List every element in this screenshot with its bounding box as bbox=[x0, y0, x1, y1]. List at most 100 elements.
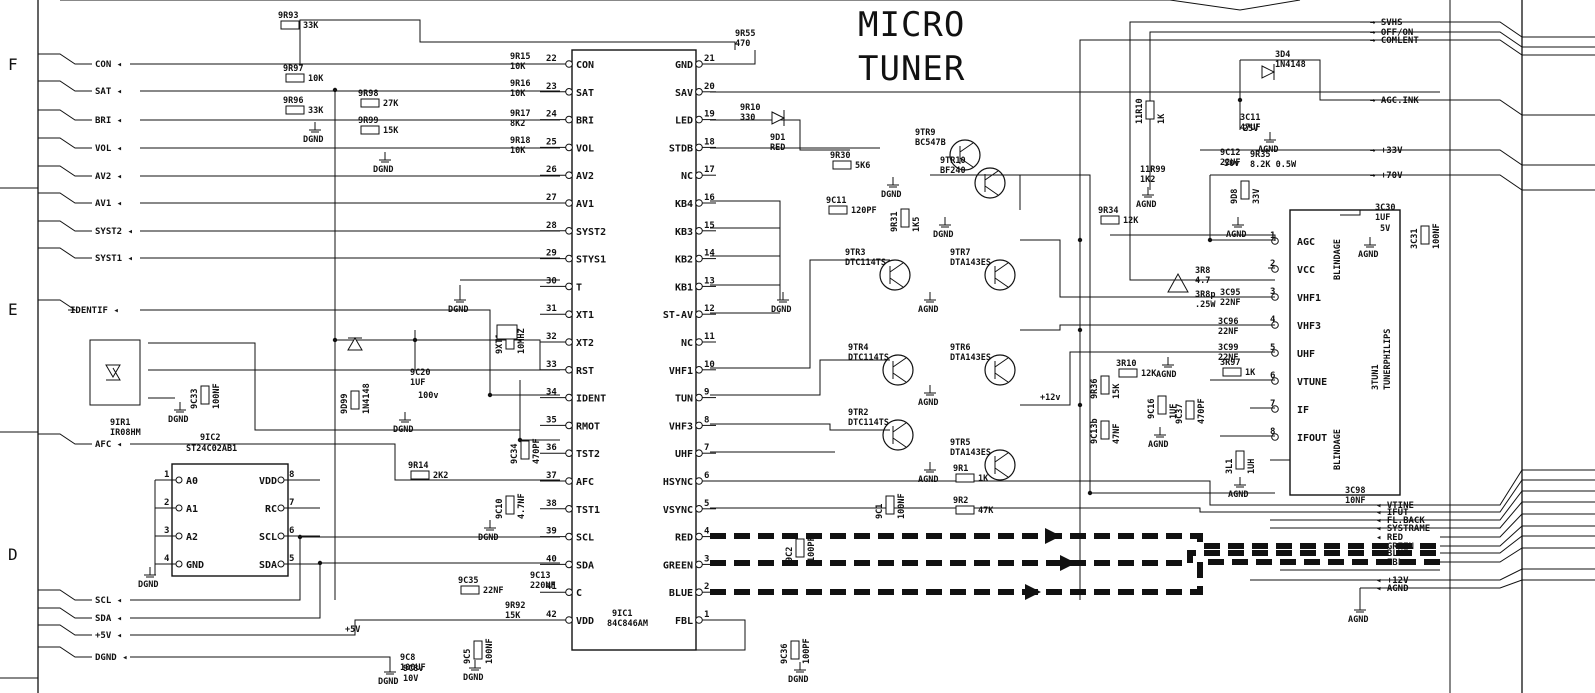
pin-name: VHF3 bbox=[669, 421, 693, 432]
pin-name: IF bbox=[1297, 405, 1309, 416]
title-micro: MICRO bbox=[858, 5, 965, 45]
component-value: 4.7NF bbox=[517, 493, 527, 519]
pin-name: VDD bbox=[259, 476, 277, 487]
left-connector-group: CON ◂SAT ◂BRI ◂VOL ◂AV2 ◂AV1 ◂SYST2 ◂SYS… bbox=[38, 53, 148, 663]
tuner-ref: 3TUN1 bbox=[1371, 364, 1381, 390]
ground-symbol: DGND bbox=[373, 152, 393, 175]
component-value: DTC114TS bbox=[848, 418, 889, 428]
junction-dot bbox=[317, 560, 323, 566]
ground-label: DGND bbox=[881, 190, 901, 200]
junction-dot bbox=[1077, 402, 1083, 408]
component-value: 1K bbox=[978, 474, 989, 484]
component-ref: 9TR3 bbox=[845, 248, 865, 258]
pin-number: 23 bbox=[546, 82, 557, 92]
pin-number: 12 bbox=[704, 304, 715, 314]
component-value: 100PF bbox=[802, 638, 812, 664]
connector-label: SYST1 ◂ bbox=[95, 254, 133, 264]
connector-label: ◂ RED bbox=[1376, 533, 1404, 543]
component-ref: 3C30 bbox=[1375, 203, 1395, 213]
connector-syst2: SYST2 ◂ bbox=[38, 220, 148, 237]
photodiode-icon bbox=[105, 364, 121, 381]
pin-name: VTUNE bbox=[1297, 377, 1327, 388]
eeprom-9ic2: 9IC2 ST24C02AB1 1A02A13A24GND8VDD7RC6SCL… bbox=[154, 433, 320, 577]
connector-label: SYST2 ◂ bbox=[95, 227, 133, 237]
right-connector-bottom-6: ◂ BLUE bbox=[1376, 535, 1595, 559]
diode-icon bbox=[347, 337, 363, 351]
component-value: 2K2 bbox=[433, 471, 448, 481]
component-value: 120PF bbox=[851, 206, 877, 216]
component-ref: 9TR7 bbox=[950, 248, 970, 258]
pin-number: 1 bbox=[704, 610, 709, 620]
junction-dot bbox=[332, 337, 338, 343]
pin-name: VCC bbox=[1297, 265, 1315, 276]
component-ref: 9C12 bbox=[1220, 148, 1240, 158]
component-ref: 3C31 bbox=[1410, 229, 1420, 249]
component-value: DTA143ES bbox=[950, 448, 991, 458]
component-value: 12K bbox=[1123, 216, 1139, 226]
bus-arrow bbox=[1025, 584, 1041, 600]
ground-symbol: DGND bbox=[378, 664, 398, 687]
component-ref: 9C13 bbox=[530, 571, 550, 581]
pin-name: SDA bbox=[259, 560, 277, 571]
component-ref: 9R96 bbox=[283, 96, 303, 106]
right-connector-bottom-9: ◂ AGND bbox=[1376, 579, 1595, 594]
component-ref: 3C99 bbox=[1218, 343, 1238, 353]
ground-symbol: AGND bbox=[1148, 427, 1168, 450]
component-ref: 9TR4 bbox=[848, 343, 868, 353]
tuner-blindage-bottom: BLINDAGE bbox=[1333, 429, 1343, 470]
component-value: +5V bbox=[345, 625, 360, 635]
pin-name: VOL bbox=[576, 143, 594, 154]
component-ref: 9C10 bbox=[495, 499, 505, 519]
pin-number: 24 bbox=[546, 110, 557, 120]
component-ref: 3C98 bbox=[1345, 486, 1365, 496]
eeprom-body bbox=[171, 463, 289, 577]
component-value: 10K bbox=[308, 74, 324, 84]
ground-symbol: DGND bbox=[463, 660, 483, 683]
pin-number: 19 bbox=[704, 110, 715, 120]
pin-number: 10 bbox=[704, 360, 715, 370]
component-value: 22NF bbox=[483, 586, 503, 596]
pin-name: AV2 bbox=[576, 171, 594, 182]
component-value: 25V bbox=[1243, 124, 1258, 134]
pin-number: 11 bbox=[704, 332, 715, 342]
title-tuner: TUNER bbox=[858, 49, 965, 89]
component-ref: 9IR1 bbox=[110, 418, 130, 428]
pin-name: IFOUT bbox=[1297, 433, 1327, 444]
ground-label: DGND bbox=[393, 425, 413, 435]
pin-number: 39 bbox=[546, 527, 557, 537]
pin-number: 18 bbox=[704, 137, 715, 147]
connector-label: AV2 ◂ bbox=[95, 172, 122, 182]
pin-number: 7 bbox=[704, 443, 709, 453]
ground-symbol: DGND bbox=[448, 292, 468, 315]
component-value: DTC114TS bbox=[845, 258, 886, 268]
pin-name: A1 bbox=[186, 504, 198, 515]
ground-label: DGND bbox=[788, 675, 808, 685]
component-value: 10NF bbox=[1345, 496, 1365, 506]
tuner-3tun1: 3TUN1 TUNERPHILIPS BLINDAGE BLINDAGE 1AG… bbox=[1270, 209, 1401, 496]
component-ref: 9R10 bbox=[740, 103, 760, 113]
junction-dot bbox=[297, 534, 303, 540]
connector-label: ◂ GREEN bbox=[1376, 542, 1414, 552]
junction-dot bbox=[1237, 97, 1243, 103]
pin-number: 3 bbox=[1270, 287, 1275, 297]
pin-number: 15 bbox=[704, 221, 715, 231]
diode-icon bbox=[1261, 64, 1276, 80]
component-value: 470PF bbox=[1197, 398, 1207, 424]
